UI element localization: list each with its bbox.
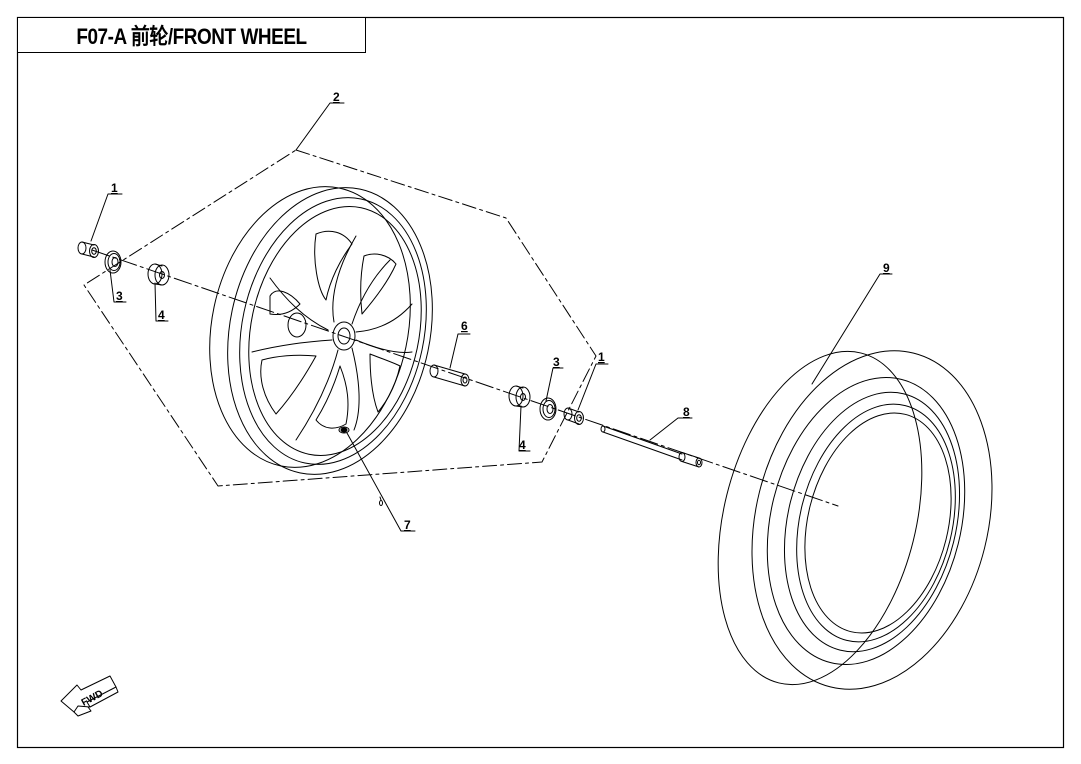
spacer-right-part [563, 407, 584, 425]
callout-3-right: 3 [553, 355, 560, 369]
axle-centerline [91, 249, 839, 507]
tire-part [717, 350, 993, 690]
inner-sleeve-part [429, 364, 470, 387]
diagram-border [16, 16, 1065, 749]
callout-4-left: 4 [158, 308, 165, 322]
rim-wheel-part [209, 186, 433, 475]
callout-6: 6 [461, 319, 468, 333]
forward-direction-arrow [60, 675, 119, 717]
axle-part [600, 425, 703, 468]
oil-seal-left-part [104, 250, 122, 274]
bearing-right-part [508, 385, 531, 408]
valve-part [379, 496, 383, 506]
callout-1-left: 1 [111, 181, 118, 195]
leader-lines [90, 102, 893, 532]
bearing-left-part [147, 263, 170, 286]
callout-9: 9 [883, 261, 890, 275]
callout-4-right: 4 [519, 438, 526, 452]
callout-3-left: 3 [116, 289, 123, 303]
callout-2: 2 [333, 90, 340, 104]
title-box: F07-A 前轮/FRONT WHEEL [17, 17, 366, 53]
spacer-left-part [77, 241, 99, 258]
callout-1-right: 1 [598, 350, 605, 364]
page-title: F07-A 前轮/FRONT WHEEL [76, 24, 307, 49]
callout-8: 8 [683, 405, 690, 419]
oil-seal-right-part [539, 397, 557, 421]
rim-assembly-group-outline [83, 149, 597, 487]
callout-7: 7 [404, 518, 411, 532]
